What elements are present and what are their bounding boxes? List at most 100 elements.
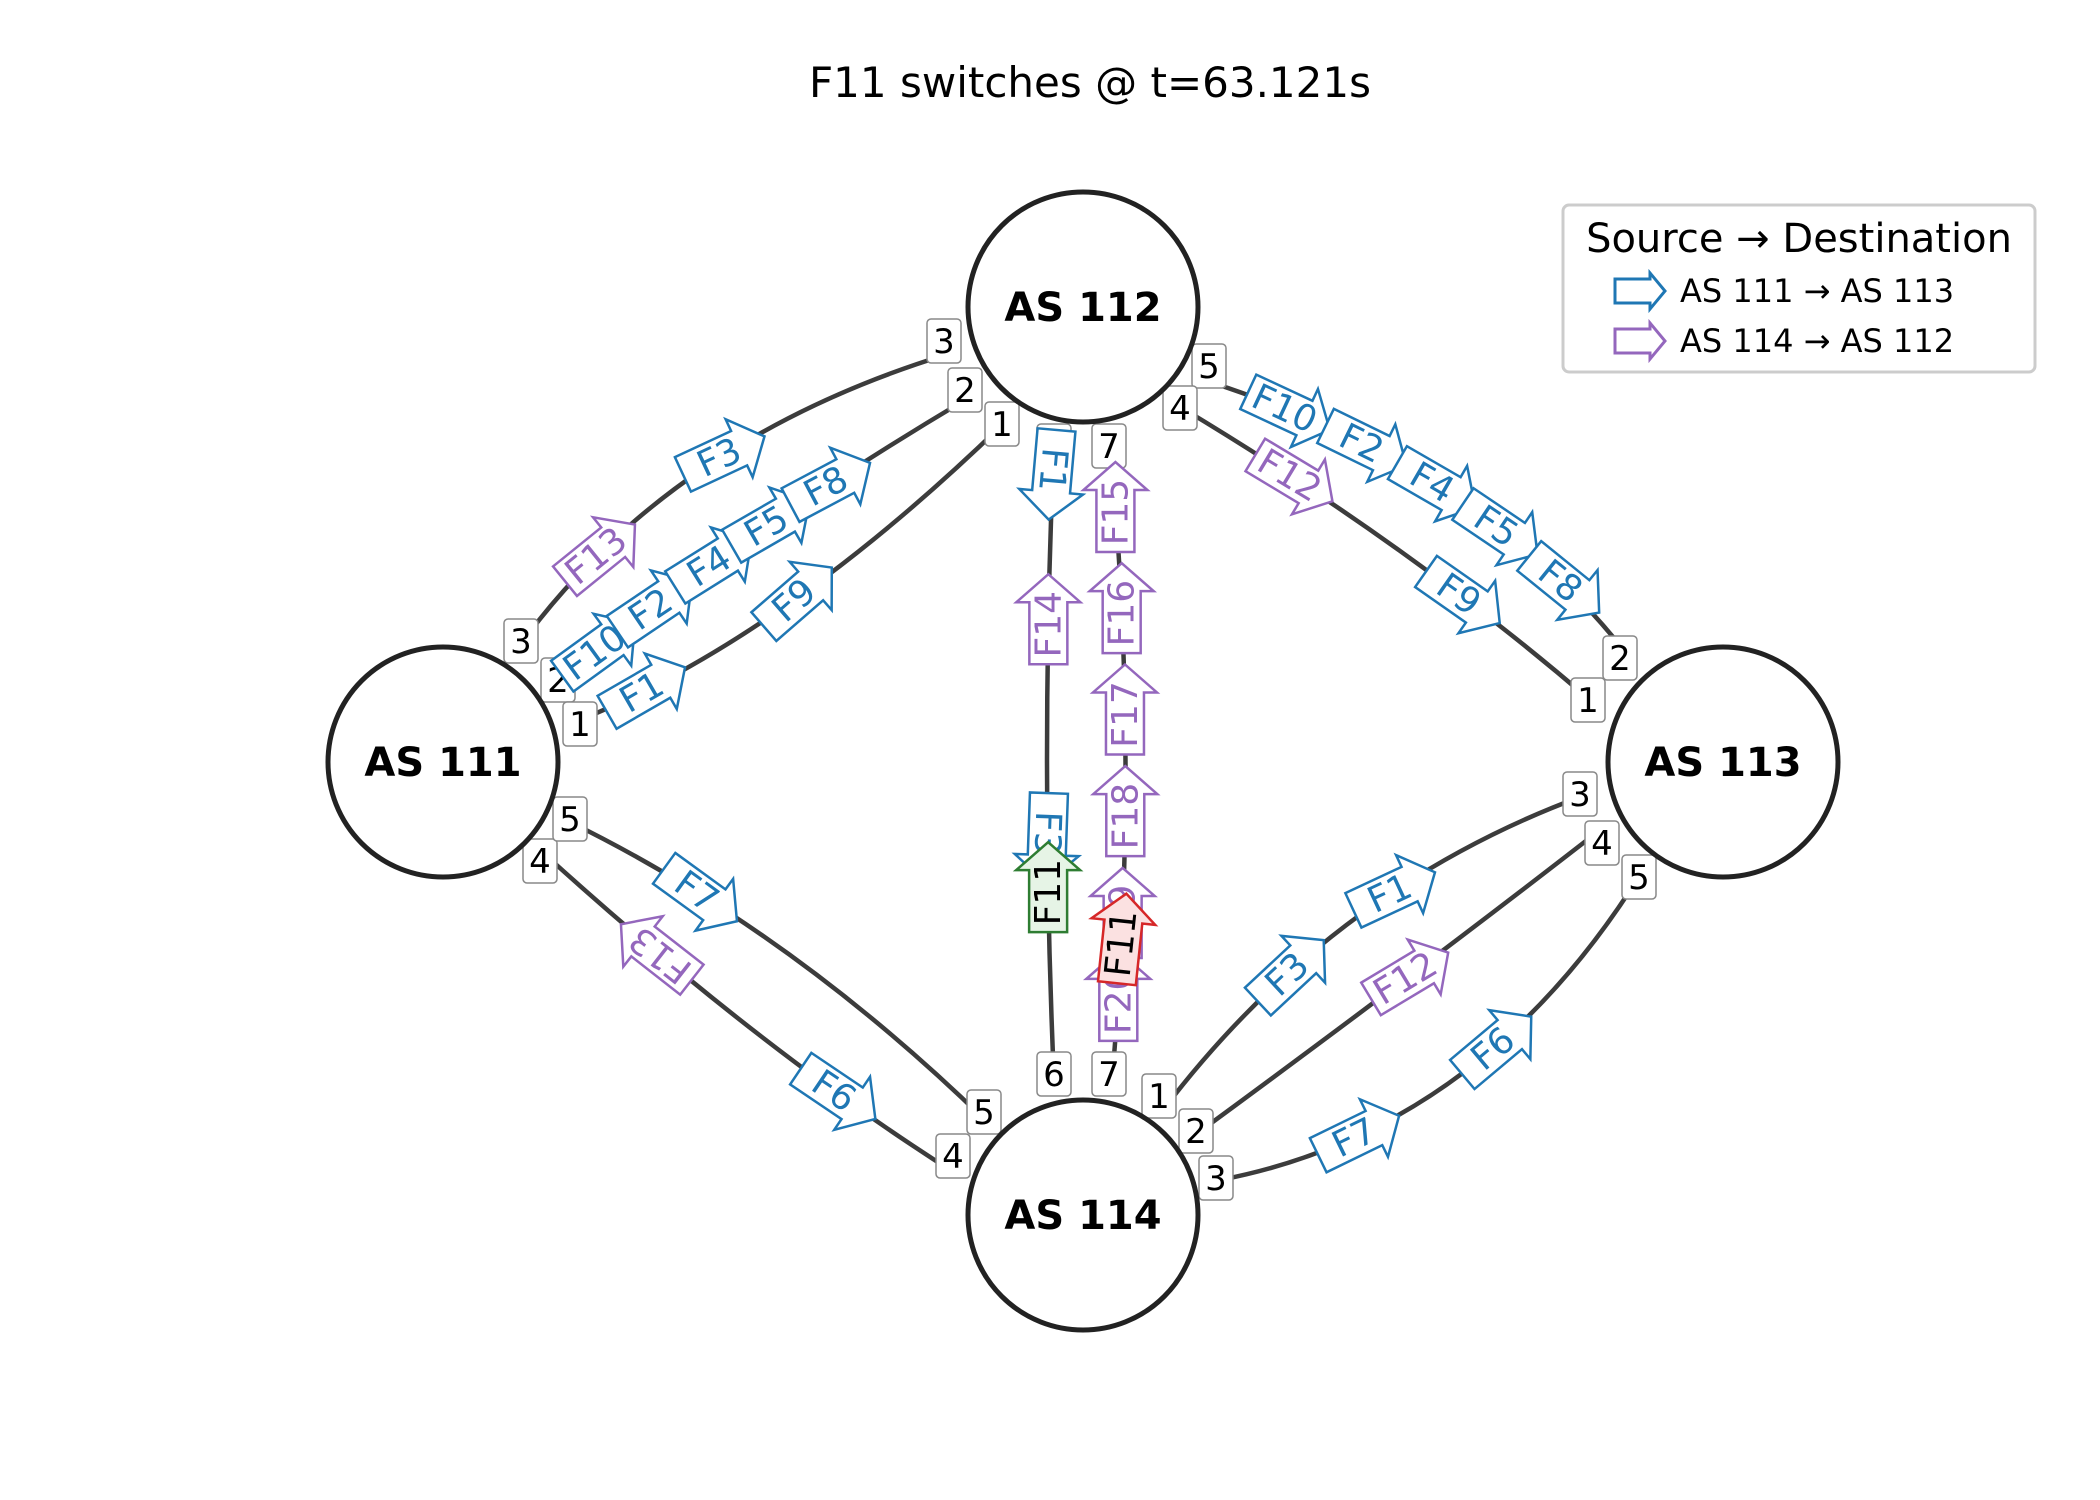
flow-arrow: F11 [1012, 840, 1084, 934]
port-number: 5 [973, 1093, 995, 1133]
port-box [984, 401, 1020, 447]
legend-label: AS 111 → AS 113 [1680, 272, 1954, 310]
node-circle [325, 644, 561, 880]
legend-box [1561, 203, 2037, 374]
port-number: 1 [1148, 1077, 1170, 1117]
legend-arrow-icon [1613, 318, 1667, 364]
port-label: 1 [562, 701, 598, 747]
port-box [1198, 1155, 1234, 1201]
port-box [1091, 1051, 1127, 1097]
flow-label: F14 [1028, 591, 1069, 658]
flow-arrow-shape [1315, 407, 1408, 485]
port-box [966, 1089, 1002, 1135]
port-number: 3 [933, 322, 955, 362]
node-circle [1605, 644, 1841, 880]
flow-arrow: F18 [1089, 764, 1161, 858]
flow-arrow-shape [1088, 892, 1159, 987]
node-label: AS 112 [1004, 285, 1161, 331]
port-box [552, 796, 588, 842]
port-number: 4 [1169, 389, 1191, 429]
port-label: 4 [1162, 385, 1198, 431]
flow-arrow-shape [1243, 934, 1327, 1018]
flow-label: F17 [1105, 681, 1146, 748]
port-box [1036, 1051, 1072, 1097]
port-number: 3 [510, 622, 532, 662]
port-box [935, 1133, 971, 1179]
port-box [1141, 1073, 1177, 1119]
port-label: 4 [935, 1133, 971, 1179]
node-label: AS 111 [364, 740, 521, 786]
flow-arrow-shape [1243, 436, 1334, 517]
port-label: 3 [926, 318, 962, 364]
flow-arrow: F14 [1013, 572, 1084, 666]
flow-arrow-shape [1238, 372, 1332, 450]
port-number: 2 [954, 371, 976, 411]
node-circle [965, 189, 1201, 425]
port-number: 3 [1569, 775, 1591, 815]
flow-arrow: F8 [1515, 539, 1601, 622]
flow-arrow: F7 [1308, 1096, 1401, 1174]
flow-arrow-shape [663, 525, 754, 606]
port-number: 1 [1577, 681, 1599, 721]
flow-arrow-shape [1080, 460, 1151, 554]
link-e9 [1180, 406, 1592, 702]
node-n113: AS 113 [1605, 644, 1841, 880]
flow-arrow-shape [551, 515, 637, 598]
port-number: 3 [1205, 1159, 1227, 1199]
flow-arrow: F16 [1086, 561, 1158, 655]
port-box [503, 618, 539, 664]
legend-entries: AS 111 → AS 113 AS 114 → AS 112 [1613, 268, 1954, 364]
port-label: 6 [1036, 1051, 1072, 1097]
port-box [926, 318, 962, 364]
flow-arrow-shape [1515, 539, 1601, 622]
port-number: 7 [1098, 1055, 1120, 1095]
port-number: 4 [942, 1137, 964, 1177]
nodes-layer: AS 111 AS 112 AS 113 AS 114 [325, 189, 1841, 1333]
port-label: 7 [1091, 423, 1127, 469]
flow-arrow-shape [1448, 1008, 1533, 1091]
flow-arrow-shape [1012, 840, 1084, 934]
flow-label: F11 [1028, 859, 1069, 926]
flow-arrow-shape [1359, 937, 1450, 1017]
port-box [1570, 677, 1606, 723]
flow-arrow: F10 [549, 611, 637, 694]
link-e5 [569, 819, 987, 1122]
flow-arrow-shape [1343, 852, 1437, 930]
port-label: 3 [1198, 1155, 1234, 1201]
port-box [1178, 1108, 1214, 1154]
port-number: 6 [1043, 1055, 1065, 1095]
port-label: 5 [1621, 854, 1657, 900]
link-e4 [538, 848, 960, 1177]
port-label: 5 [1191, 343, 1227, 389]
legend-title: Source → Destination [1586, 216, 2012, 262]
node-circle [965, 1097, 1201, 1333]
diagram-title: F11 switches @ t=63.121s [809, 58, 1371, 107]
port-number: 5 [1628, 858, 1650, 898]
node-n111: AS 111 [325, 644, 561, 880]
flow-label: F15 [1095, 479, 1136, 546]
flows-layer: F13F3F10F2F4F5F8F1F9F10F2F4F5F8F12F9F1F1… [549, 372, 1601, 1174]
flow-arrow-shape [1086, 561, 1158, 655]
flow-label: F16 [1102, 580, 1143, 647]
port-label: 3 [1562, 771, 1598, 817]
flow-arrow: F3 [673, 416, 767, 494]
flow-arrow-shape [788, 1051, 877, 1132]
legend-arrow-icon [1613, 268, 1667, 314]
flow-arrow-shape [1308, 1096, 1401, 1174]
flow-arrow-shape [595, 651, 687, 731]
port-label: 5 [552, 796, 588, 842]
port-box [1562, 771, 1598, 817]
node-label: AS 114 [1004, 1193, 1161, 1239]
legend-entry: AS 114 → AS 112 [1613, 318, 1954, 364]
port-number: 5 [559, 800, 581, 840]
port-box [1162, 385, 1198, 431]
node-n114: AS 114 [965, 1097, 1201, 1333]
port-label: 1 [1141, 1073, 1177, 1119]
port-label: 7 [1091, 1051, 1127, 1097]
port-box [1191, 343, 1227, 389]
link-e10 [1161, 794, 1581, 1112]
node-label: AS 113 [1644, 740, 1801, 786]
link-e6 [1044, 441, 1057, 1081]
flow-arrow: F6 [788, 1051, 877, 1132]
